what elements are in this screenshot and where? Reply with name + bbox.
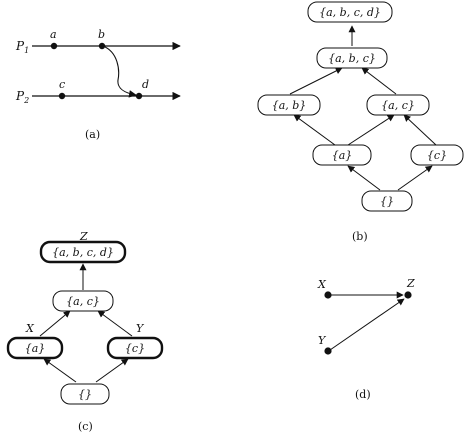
label-x-d: X: [317, 278, 327, 291]
label-z-d: Z: [406, 277, 415, 290]
node-abcd-box: [307, 1, 393, 23]
node-ac-label: {a, c}: [381, 99, 415, 112]
edge-c-ac: [403, 114, 437, 146]
node-d-z-dot: [404, 291, 412, 299]
label-x-c: X: [25, 322, 35, 335]
panel-b-caption: (b): [352, 230, 368, 243]
node-c-box: [410, 144, 464, 166]
process-p2-label: P2: [15, 89, 29, 105]
node-c-abcd-label: {a, b, c, d}: [52, 246, 114, 259]
event-d-dot: [135, 92, 143, 100]
node-c-a-box: [6, 336, 64, 360]
node-c-label: {c}: [427, 149, 447, 162]
panel-d-caption: (d): [355, 388, 371, 401]
node-a-label: {a}: [332, 149, 353, 162]
node-ac-box: [366, 94, 430, 116]
edge-ab-abc: [289, 67, 343, 95]
process-p1-label: P1: [15, 39, 29, 55]
edge-ac-abc: [361, 67, 397, 95]
node-empty-label: {}: [380, 195, 394, 208]
node-ab-label: {a, b}: [272, 99, 307, 112]
edge-c-c-to-ac: [97, 310, 133, 337]
node-abcd-label: {a, b, c, d}: [319, 6, 381, 19]
label-y-c: Y: [136, 322, 145, 335]
event-d-label: d: [142, 78, 149, 91]
event-b-dot: [98, 42, 106, 50]
edge-c-a-to-ac: [39, 310, 71, 337]
node-abc-label: {a, b, c}: [328, 52, 376, 65]
node-c-c-label: {c}: [125, 342, 145, 355]
panel-c-caption: (c): [78, 420, 93, 433]
event-c-dot: [58, 92, 66, 100]
edge-c-empty-to-c: [95, 358, 129, 383]
event-a-dot: [50, 42, 58, 50]
node-c-ac-label: {a, c}: [66, 295, 100, 308]
node-c-empty-box: [60, 383, 110, 405]
node-empty-box: [361, 190, 413, 212]
edge-empty-a: [347, 165, 381, 191]
panel-d: X Z Y (d): [317, 277, 415, 401]
message-b-to-d-arrow: [102, 45, 137, 98]
node-c-ac-box: [52, 290, 114, 312]
label-z-c: Z: [79, 230, 88, 243]
event-b-label: b: [98, 28, 105, 41]
edge-a-ab: [293, 114, 336, 146]
panel-a-caption: (a): [85, 128, 100, 141]
node-c-abcd-box: [39, 240, 127, 264]
panel-c: Z {a, b, c, d} {a, c} X Y {a} {c} {} (c): [6, 230, 164, 433]
node-c-c-box: [106, 336, 164, 360]
panel-b: {a, b, c, d} {a, b, c} {a, b} {a, c} {a}…: [257, 1, 464, 243]
node-ab-box: [257, 94, 321, 116]
node-c-empty-label: {}: [78, 388, 92, 401]
panel-a: P1 P2 a b c d (a): [15, 28, 181, 141]
event-a-label: a: [50, 28, 57, 41]
node-abc-box: [316, 47, 388, 69]
node-a-box: [312, 144, 372, 166]
edge-a-ac: [347, 114, 395, 146]
edge-empty-c: [397, 165, 433, 191]
edge-c-empty-to-a: [43, 358, 77, 383]
edge-d-y-to-z: [329, 298, 405, 351]
event-c-label: c: [59, 78, 65, 91]
node-d-x-dot: [324, 291, 332, 299]
node-c-a-label: {a}: [25, 342, 46, 355]
label-y-d: Y: [318, 334, 327, 347]
node-d-y-dot: [324, 347, 332, 355]
